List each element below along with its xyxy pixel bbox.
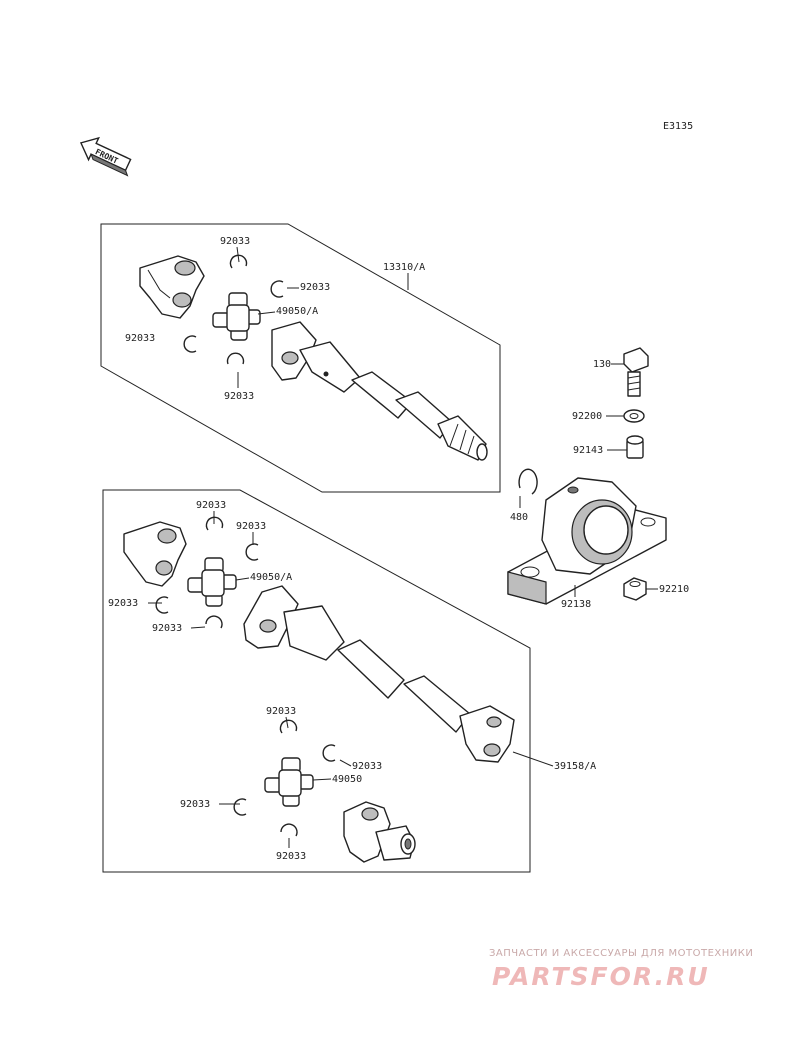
bottom-drive-shaft bbox=[243, 585, 515, 763]
label-92033-b1: 92033 bbox=[196, 500, 226, 511]
collar-92143 bbox=[626, 435, 644, 459]
circlip-top-4 bbox=[226, 352, 245, 365]
circlip-top-2 bbox=[270, 280, 284, 298]
label-92033-b3: 92033 bbox=[108, 598, 138, 609]
label-49050a-bot: 49050/A bbox=[250, 572, 292, 583]
bottom-upper-yoke bbox=[123, 521, 187, 587]
bolt-130 bbox=[623, 347, 649, 397]
nut-92210 bbox=[623, 577, 647, 601]
label-49050: 49050 bbox=[332, 774, 362, 785]
label-92033-b6: 92033 bbox=[352, 761, 382, 772]
bottom-assembly-outline bbox=[102, 489, 531, 873]
label-480: 480 bbox=[510, 512, 528, 523]
label-49050a-top: 49050/A bbox=[276, 306, 318, 317]
bearing-housing-92138 bbox=[507, 477, 667, 605]
circlip-bot-2 bbox=[245, 543, 259, 561]
watermark-tagline: ЗАПЧАСТИ И АКСЕССУАРЫ ДЛЯ МОТОТЕХНИКИ bbox=[489, 948, 754, 959]
diagram-code: E3135 bbox=[663, 121, 693, 132]
circlip-bot-6 bbox=[322, 744, 336, 762]
label-92033-b4: 92033 bbox=[152, 623, 182, 634]
label-92033-t1: 92033 bbox=[220, 236, 250, 247]
label-92033-b7: 92033 bbox=[180, 799, 210, 810]
bottom-universal-cross bbox=[264, 757, 314, 807]
label-92033-t2: 92033 bbox=[300, 282, 330, 293]
circlip-top-1 bbox=[229, 254, 248, 269]
front-arrow-icon: FRONT bbox=[79, 136, 132, 177]
circlip-bot-4 bbox=[205, 615, 223, 629]
label-92033-t4: 92033 bbox=[224, 391, 254, 402]
bottom-universal-cross-a bbox=[187, 557, 237, 607]
label-92033-b8: 92033 bbox=[276, 851, 306, 862]
bottom-splined-yoke bbox=[343, 801, 416, 863]
circlip-top-3 bbox=[183, 335, 197, 353]
circlip-bot-8 bbox=[280, 823, 298, 837]
watermark-logo: PARTSFOR.RU bbox=[492, 962, 710, 991]
label-92138: 92138 bbox=[561, 599, 591, 610]
snap-ring-480 bbox=[518, 468, 538, 495]
top-yoke bbox=[139, 255, 205, 319]
circlip-bot-3 bbox=[155, 596, 169, 614]
label-13310a: 13310/A bbox=[383, 262, 425, 273]
circlip-bot-5 bbox=[279, 719, 298, 734]
label-92033-b2: 92033 bbox=[236, 521, 266, 532]
label-92200: 92200 bbox=[572, 411, 602, 422]
circlip-bot-1 bbox=[205, 516, 224, 531]
label-92143: 92143 bbox=[573, 445, 603, 456]
label-39158a: 39158/A bbox=[554, 761, 596, 772]
label-92210: 92210 bbox=[659, 584, 689, 595]
label-130: 130 bbox=[593, 359, 611, 370]
top-universal-cross bbox=[212, 292, 261, 341]
label-92033-b5: 92033 bbox=[266, 706, 296, 717]
circlip-bot-7 bbox=[233, 798, 247, 816]
top-assembly-outline bbox=[100, 223, 501, 493]
top-drive-shaft bbox=[271, 321, 488, 461]
label-92033-t3: 92033 bbox=[125, 333, 155, 344]
